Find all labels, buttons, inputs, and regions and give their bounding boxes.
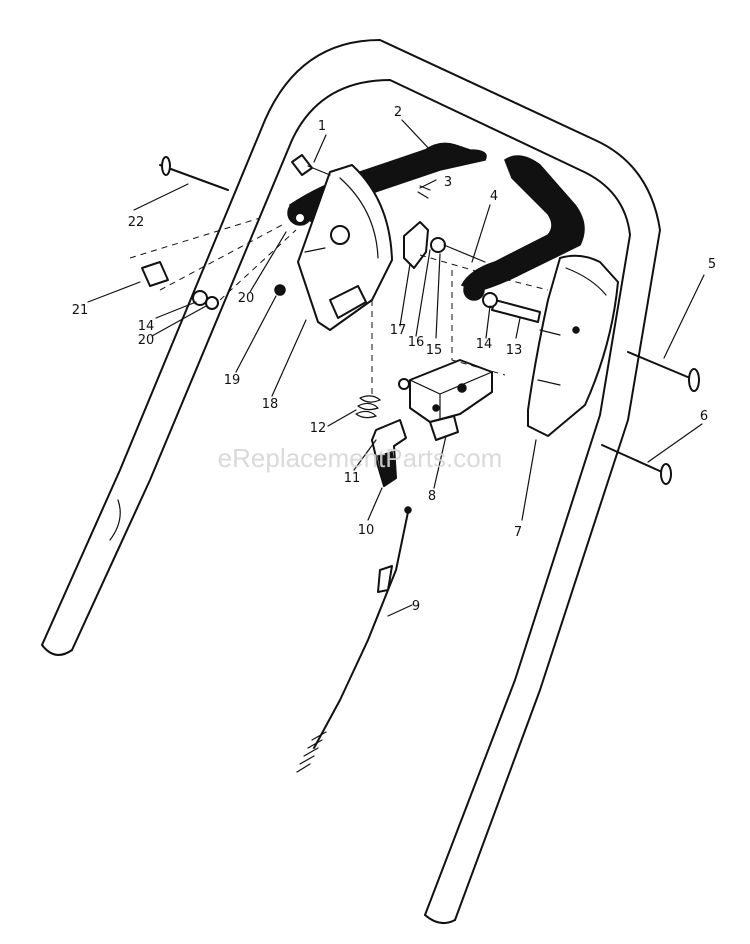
bolt-6-head [660,463,672,485]
handle-tube [41,39,661,925]
callout-16: 16 [408,335,425,350]
pin-13 [491,299,541,323]
nut-20-left [205,296,219,310]
latch-and-spring [355,378,410,488]
callout-11: 11 [344,471,361,486]
washer-14-right [482,292,498,308]
callout-13: 13 [506,343,523,358]
callout-19: 19 [224,373,241,388]
callout-5: 5 [708,257,716,272]
callout-14-right: 14 [476,337,493,352]
control-bracket [409,359,493,441]
callout-4: 4 [490,189,498,204]
bushing-21 [141,261,169,287]
leader-lines [87,119,705,617]
nut-20-top [294,212,306,224]
bolt-5-head [688,368,700,392]
right-housing [527,254,619,437]
callout-18: 18 [262,397,279,412]
callout-8: 8 [428,489,436,504]
callout-12: 12 [310,421,327,436]
callout-20-lower: 20 [138,333,155,348]
bolt-6-shaft [601,444,663,473]
bolt-22-head [161,156,171,176]
callout-7: 7 [514,525,522,540]
cam-part-17 [403,221,429,269]
callout-21: 21 [72,303,89,318]
callout-22: 22 [128,215,145,230]
watermark-text: eReplacementParts.com [218,443,503,473]
callout-14-left: 14 [138,319,155,334]
callout-1: 1 [318,119,326,134]
callout-labels: 1 2 3 4 5 6 7 8 9 10 11 12 13 14 14 15 1… [72,105,716,614]
bolt-5-shaft [627,351,691,379]
callout-3: 3 [444,175,452,190]
assembly-lines [129,217,549,396]
callout-15: 15 [426,343,443,358]
callout-20-upper: 20 [238,291,255,306]
callout-17: 17 [390,323,407,338]
screw-1-head [291,154,313,176]
bushing-16 [430,237,446,253]
control-cable [296,506,412,773]
callout-10: 10 [358,523,375,538]
left-housing [297,164,393,331]
bolt-22-shaft [159,164,229,191]
callout-9: 9 [412,599,420,614]
washer-14-left [192,290,208,306]
bolts [159,156,700,485]
nut-19 [274,284,286,296]
callout-6: 6 [700,409,708,424]
callout-2: 2 [394,105,402,120]
